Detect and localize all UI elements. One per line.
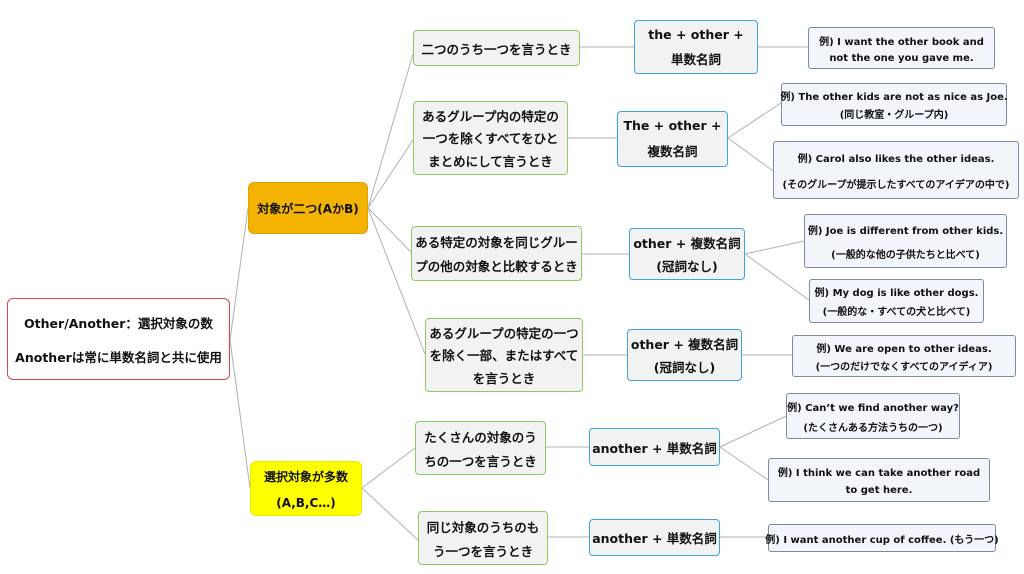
category-many-node: 選択対象が多数 (A,B,C…) xyxy=(250,461,362,516)
case-text: まとめにして言うとき xyxy=(428,154,553,170)
case-text: 二つのうち一つを言うとき xyxy=(421,41,572,57)
example-node: 例) We are open to other ideas. (一つのだけでなく… xyxy=(792,335,1016,377)
example-text: 例) I think we can take another road xyxy=(777,468,981,479)
example-text: (一般的な・すべての犬と比べて) xyxy=(822,307,971,318)
form-text: 単数名詞 xyxy=(670,51,721,67)
example-node: 例) Can’t we find another way? (たくさんある方法う… xyxy=(786,393,960,439)
category-many-line1: 選択対象が多数 xyxy=(263,469,348,484)
example-node: 例) I want another cup of coffee. (もう一つ) xyxy=(765,524,999,552)
case-text: あるグループ内の特定の xyxy=(422,108,559,124)
form-text: other + 複数名詞 xyxy=(630,337,739,352)
example-text: 例) Can’t we find another way? xyxy=(787,402,959,414)
example-text: (たくさんある方法うちの一つ) xyxy=(803,422,943,434)
form-node: another + 単数名詞 xyxy=(589,519,720,556)
form-node: other + 複数名詞 (冠詞なし) xyxy=(627,329,742,381)
example-text: to get here. xyxy=(845,485,913,496)
case-text: あるグループの特定の一つ xyxy=(429,325,579,341)
example-node: 例) Joe is different from other kids. (一般… xyxy=(804,214,1007,268)
case-text: ちの一つを言うとき xyxy=(424,453,537,469)
case-text: 一つを除くすべてをひと xyxy=(422,131,559,147)
form-text: another + 単数名詞 xyxy=(592,531,717,546)
case-text: プの他の対象と比較するとき xyxy=(415,259,578,275)
example-node: 例) The other kids are not as nice as Joe… xyxy=(780,83,1008,126)
case-node: 二つのうち一つを言うとき xyxy=(413,30,580,66)
example-text: 例) Joe is different from other kids. xyxy=(807,225,1004,237)
case-node: あるグループの特定の一つ を除く一部、またはすべて を言うとき xyxy=(425,318,583,392)
form-node: The + other + 複数名詞 xyxy=(617,111,728,167)
example-text: (一般的な他の子供たちと比べて) xyxy=(831,249,980,261)
root-title: Other/Another：選択対象の数 xyxy=(24,315,213,331)
case-text: ある特定の対象を同じグルー xyxy=(415,234,578,250)
root-node: Other/Another：選択対象の数 Anotherは常に単数名詞と共に使用 xyxy=(7,298,230,380)
root-subtitle: Anotherは常に単数名詞と共に使用 xyxy=(15,349,222,365)
category-two-label: 対象が二つ(AかB) xyxy=(257,201,359,216)
category-two-node: 対象が二つ(AかB) xyxy=(248,182,368,234)
case-node: ある特定の対象を同じグルー プの他の対象と比較するとき xyxy=(411,226,582,281)
example-text: 例) My dog is like other dogs. xyxy=(814,288,979,299)
case-text: を除く一部、またはすべて xyxy=(429,348,579,364)
example-node: 例) My dog is like other dogs. (一般的な・すべての… xyxy=(809,279,984,323)
form-text: 複数名詞 xyxy=(647,144,698,159)
form-node: other + 複数名詞 (冠詞なし) xyxy=(629,228,745,280)
example-node: 例) I think we can take another road to g… xyxy=(768,458,990,502)
form-node: another + 単数名詞 xyxy=(589,428,720,466)
form-text: (冠詞なし) xyxy=(656,259,718,274)
example-text: (そのグループが提示したすべてのアイデアの中で) xyxy=(782,179,1010,191)
example-text: 例) I want another cup of coffee. (もう一つ) xyxy=(765,534,999,546)
example-text: 例) We are open to other ideas. xyxy=(816,343,992,355)
example-text: 例) The other kids are not as nice as Joe… xyxy=(780,91,1008,103)
form-text: another + 単数名詞 xyxy=(592,440,717,456)
example-node: 例) I want the other book and not the one… xyxy=(808,27,995,69)
form-text: The + other + xyxy=(623,118,722,133)
form-text: the + other + xyxy=(648,26,744,42)
category-many-line2: (A,B,C…) xyxy=(276,495,336,510)
case-text: う一つを言うとき xyxy=(432,543,533,559)
example-node: 例) Carol also likes the other ideas. (その… xyxy=(773,141,1019,199)
example-text: not the one you gave me. xyxy=(829,52,974,64)
case-text: を言うとき xyxy=(472,371,536,387)
example-text: (一つのだけでなくすべてのアイディア) xyxy=(815,361,993,373)
case-node: たくさんの対象のう ちの一つを言うとき xyxy=(415,421,546,475)
example-text: 例) Carol also likes the other ideas. xyxy=(797,153,995,165)
form-text: (冠詞なし) xyxy=(653,360,716,375)
case-text: たくさんの対象のう xyxy=(424,429,537,445)
form-node: the + other + 単数名詞 xyxy=(634,20,758,74)
example-text: 例) I want the other book and xyxy=(819,36,984,48)
example-text: (同じ教室・グループ内) xyxy=(839,110,949,122)
case-node: 同じ対象のうちのも う一つを言うとき xyxy=(418,511,548,565)
case-text: 同じ対象のうちのも xyxy=(426,519,540,535)
form-text: other + 複数名詞 xyxy=(633,236,741,251)
case-node: あるグループ内の特定の 一つを除くすべてをひと まとめにして言うとき xyxy=(413,101,568,175)
